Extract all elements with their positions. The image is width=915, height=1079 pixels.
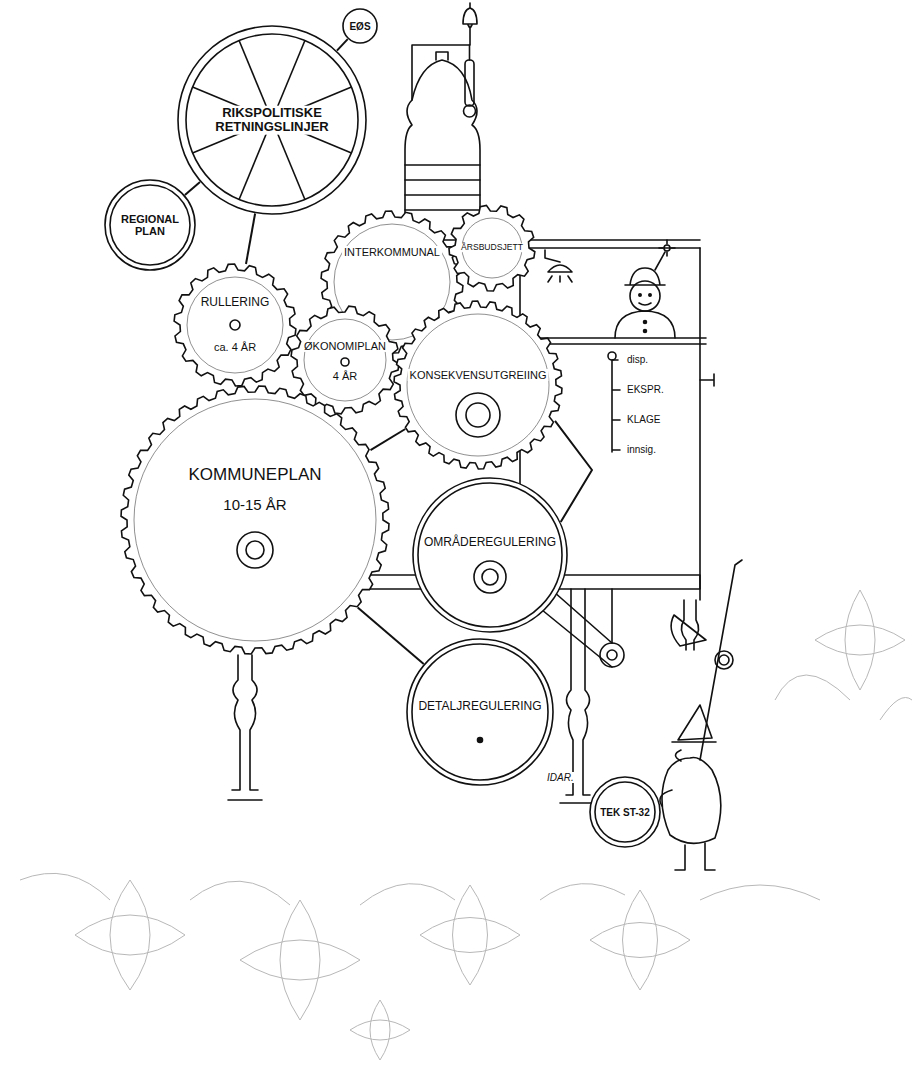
drive-belt	[371, 429, 406, 450]
wheel-outline	[173, 263, 297, 387]
artist-signature: IDAR.	[545, 772, 576, 783]
spoked-wheel: RIKSPOLITISKE RETNINGSLINJER	[177, 25, 367, 215]
lever-label: disp.	[625, 354, 650, 365]
gear-wheel: KONSEKVENSUTGREIING	[393, 300, 563, 470]
wheel-label: RULLERING	[199, 296, 272, 309]
hand-wheel: TEK ST-32	[589, 776, 661, 848]
belt-pulley: EØS	[342, 8, 378, 44]
drive-belt	[358, 608, 424, 664]
lever-label: KLAGE	[625, 414, 662, 425]
wheel-label: REGIONAL PLAN	[114, 213, 186, 237]
wheel-label: INTERKOMMUNAL	[342, 246, 442, 258]
pulley-wheel: DETALJREGULERING	[406, 638, 554, 786]
wheel-label: ÅRSBUDSJETT	[459, 243, 525, 252]
wheel-label: KONSEKVENSUTGREIING	[408, 369, 549, 381]
drive-belt	[185, 182, 200, 195]
lever-label: EKSPR.	[625, 384, 666, 395]
wheel-label: RIKSPOLITISKE RETNINGSLINJER	[202, 106, 342, 135]
pulley-wheel: OMRÅDEREGULERING	[412, 477, 568, 633]
gear-wheel: KOMMUNEPLAN 10-15 ÅR	[120, 385, 390, 655]
wheel-label: ca. 4 ÅR	[212, 341, 258, 353]
lace-ornament	[20, 590, 912, 1060]
drive-belt	[337, 39, 348, 51]
wheel-outline	[120, 385, 390, 655]
lever-label: innsig.	[625, 444, 658, 455]
gear-wheel: RULLERING ca. 4 ÅR	[173, 263, 297, 387]
wheel-label: KOMMUNEPLAN	[186, 466, 323, 485]
wheel-label: ØKONOMIPLAN	[302, 340, 388, 352]
wheel-outline	[393, 300, 563, 470]
drive-belt	[555, 421, 592, 522]
wheel-label: DETALJREGULERING	[416, 700, 543, 713]
wheel-label: EØS	[347, 21, 372, 32]
wheel-label: 4 ÅR	[331, 370, 359, 382]
wheel-label: TEK ST-32	[598, 807, 651, 818]
wheel-label: OMRÅDEREGULERING	[422, 536, 558, 549]
wheel-outline	[412, 477, 568, 633]
drive-belt	[246, 214, 255, 265]
wheel-label: 10-15 ÅR	[221, 497, 288, 514]
belt-pulley: REGIONAL PLAN	[104, 179, 196, 271]
gear-wheel: ÅRSBUDSJETT	[448, 204, 536, 292]
